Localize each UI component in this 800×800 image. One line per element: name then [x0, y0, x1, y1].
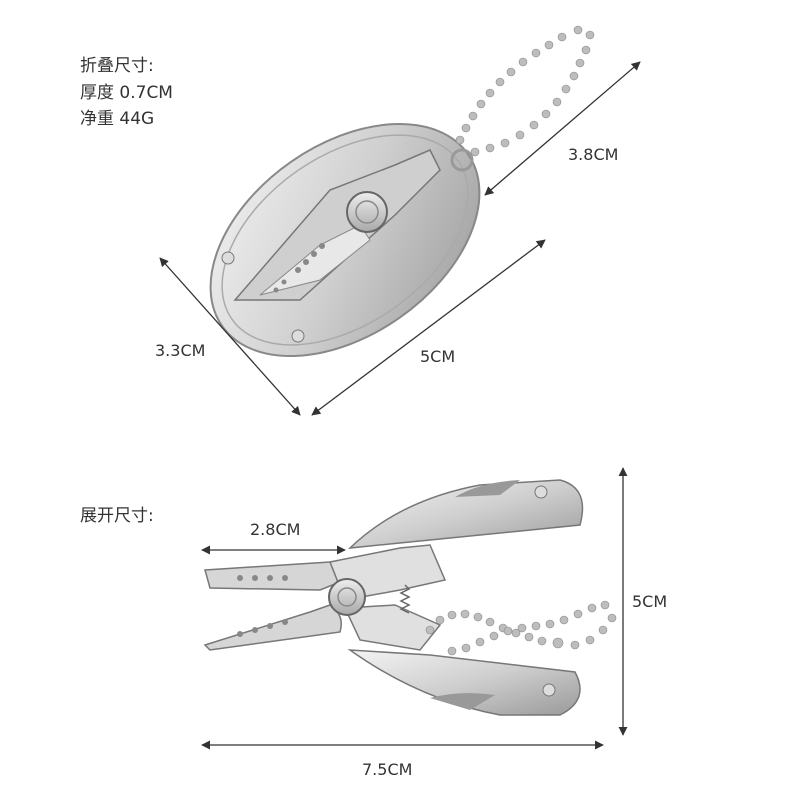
folded-heading: 折叠尺寸:	[80, 56, 154, 76]
dim-height-label: 5CM	[632, 592, 668, 611]
dim-chain-side-line	[484, 61, 641, 196]
dim-jaw-label: 2.8CM	[250, 520, 301, 539]
unfolded-heading: 展开尺寸:	[80, 506, 154, 526]
unfolded-tool	[203, 479, 584, 716]
folded-thickness: 厚度 0.7CM	[80, 83, 173, 103]
folded-chain	[455, 25, 595, 157]
unfolded-chain	[425, 600, 617, 656]
dim-length-line	[311, 239, 546, 416]
dim-width-line	[159, 257, 301, 416]
folded-weight: 净重 44G	[80, 109, 155, 129]
dim-unfolded-length-label: 7.5CM	[362, 760, 413, 779]
